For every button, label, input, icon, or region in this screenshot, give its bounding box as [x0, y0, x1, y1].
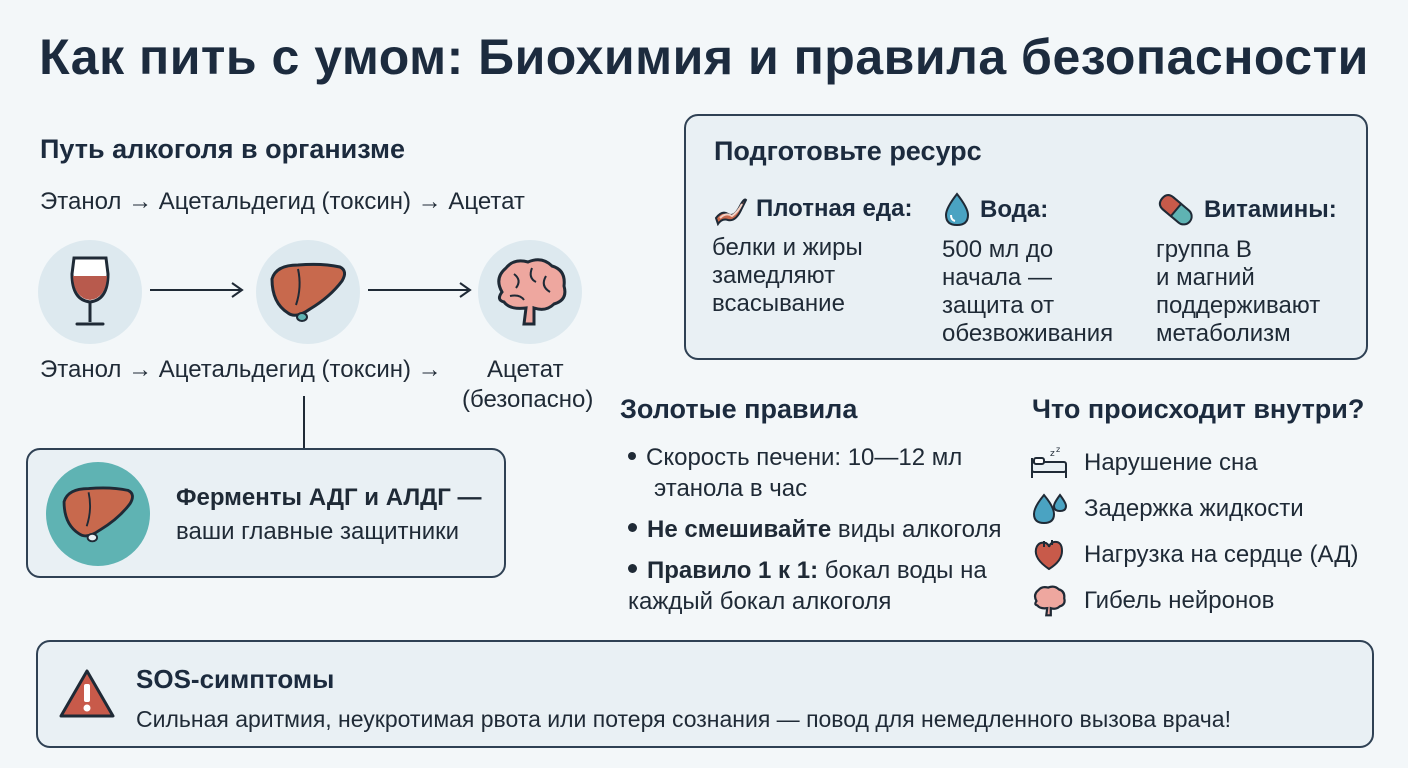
flow-bottom-acetate: Ацетат: [487, 356, 564, 383]
flow-arrow-2: [368, 282, 472, 298]
rule-2-bold: Не смешивайте: [647, 516, 832, 543]
bullet: [628, 451, 636, 460]
vitamins-line: метаболизм: [1156, 320, 1291, 347]
inside-item-heart: Нагрузка на сердце (АД): [1030, 532, 1359, 578]
bullet: [628, 564, 637, 574]
water-drop-icon: [944, 192, 970, 227]
water-line: начала —: [942, 264, 1052, 291]
pill-icon: [1158, 194, 1193, 226]
inside-label: Задержка жидкости: [1084, 495, 1304, 522]
resource-food: Плотная еда: белки и жиры замедляют всас…: [712, 192, 912, 318]
flow-arrow-1: [150, 282, 244, 298]
rule-3-rest: бокал воды на: [818, 557, 987, 584]
bullet: [628, 523, 637, 533]
food-line: всасывание: [712, 290, 845, 317]
connector-line: [303, 396, 305, 448]
rule-item: Правило 1 к 1: бокал воды на: [628, 555, 1008, 586]
warning-icon: [59, 669, 115, 718]
vitamins-line: группа В: [1156, 236, 1252, 263]
page-title: Как пить с умом: Биохимия и правила безо…: [39, 29, 1369, 85]
rule-2-rest: виды алкоголя: [831, 516, 1002, 543]
brain-icon: [478, 240, 582, 344]
flow-bottom-note: (безопасно): [462, 386, 594, 413]
resource-panel: Подготовьте ресурс Плотная еда: белки и …: [684, 114, 1368, 360]
rule-3-line2: каждый бокал алкоголя: [628, 588, 892, 615]
enzymes-title: Ферменты АДГ и АЛДГ —: [176, 484, 482, 511]
inside-item-brain: Гибель нейронов: [1030, 578, 1359, 624]
rules-list: Скорость печени: 10—12 мл этанола в час …: [628, 442, 1008, 617]
inside-heading: Что происходит внутри?: [1032, 394, 1365, 424]
sleep-bed-icon: z z: [1031, 446, 1067, 478]
sos-title: SOS-симптомы: [136, 664, 335, 694]
vitamins-label: Витамины:: [1204, 196, 1337, 223]
flow-bottom: Этанол → Ацетальдегид (токсин) →: [40, 356, 442, 383]
rules-heading: Золотые правила: [620, 394, 858, 424]
resource-vitamins: Витамины: группа В и магний поддерживают…: [1156, 192, 1337, 348]
vitamins-line: поддерживают: [1156, 292, 1321, 319]
inside-item-sleep: z z Нарушение сна: [1030, 440, 1359, 486]
water-label: Вода:: [980, 196, 1049, 223]
inside-item-fluid: Задержка жидкости: [1030, 486, 1359, 532]
rule-item: Не смешивайте виды алкоголя: [628, 514, 1008, 545]
resource-heading: Подготовьте ресурс: [714, 136, 982, 166]
rule-1-line1: Скорость печени: 10—12 мл: [646, 444, 963, 471]
rule-item: Скорость печени: 10—12 мл: [628, 442, 1008, 473]
food-line: замедляют: [712, 262, 836, 289]
rule-1-line2: этанола в час: [654, 475, 808, 502]
brain-icon: [1033, 585, 1066, 617]
water-line: обезвоживания: [942, 320, 1114, 347]
rule-3-bold: Правило 1 к 1:: [647, 557, 819, 584]
water-drops-icon: [1032, 493, 1068, 525]
enzymes-text: ваши главные защитники: [176, 518, 460, 545]
inside-label: Нагрузка на сердце (АД): [1084, 541, 1359, 568]
inside-list: z z Нарушение сна Задержка жидкости Нагр…: [1030, 440, 1359, 624]
svg-text:z: z: [1050, 449, 1055, 459]
liver-icon: [46, 462, 150, 566]
water-line: защита от: [942, 292, 1055, 319]
inside-label: Нарушение сна: [1084, 449, 1258, 476]
resource-water: Вода: 500 мл до начала — защита от обезв…: [942, 192, 1113, 348]
flow-top: Этанол → Ацетальдегид (токсин) → Ацетат: [40, 188, 525, 215]
wine-glass-icon: [38, 240, 142, 344]
inside-label: Гибель нейронов: [1084, 587, 1275, 614]
enzymes-panel: Ферменты АДГ и АЛДГ — ваши главные защит…: [26, 448, 506, 578]
liver-icon: [256, 240, 360, 344]
vitamins-line: и магний: [1156, 264, 1255, 291]
bacon-icon: [714, 198, 748, 226]
heart-icon: [1034, 540, 1064, 571]
sos-text: Сильная аритмия, неукротимая рвота или п…: [136, 706, 1231, 732]
food-line: белки и жиры: [712, 234, 863, 261]
water-line: 500 мл до: [942, 236, 1054, 263]
path-heading: Путь алкоголя в организме: [40, 134, 406, 164]
svg-text:z: z: [1056, 446, 1060, 454]
sos-panel: SOS-симптомы Сильная аритмия, неукротима…: [36, 640, 1374, 748]
food-label: Плотная еда:: [756, 195, 913, 222]
